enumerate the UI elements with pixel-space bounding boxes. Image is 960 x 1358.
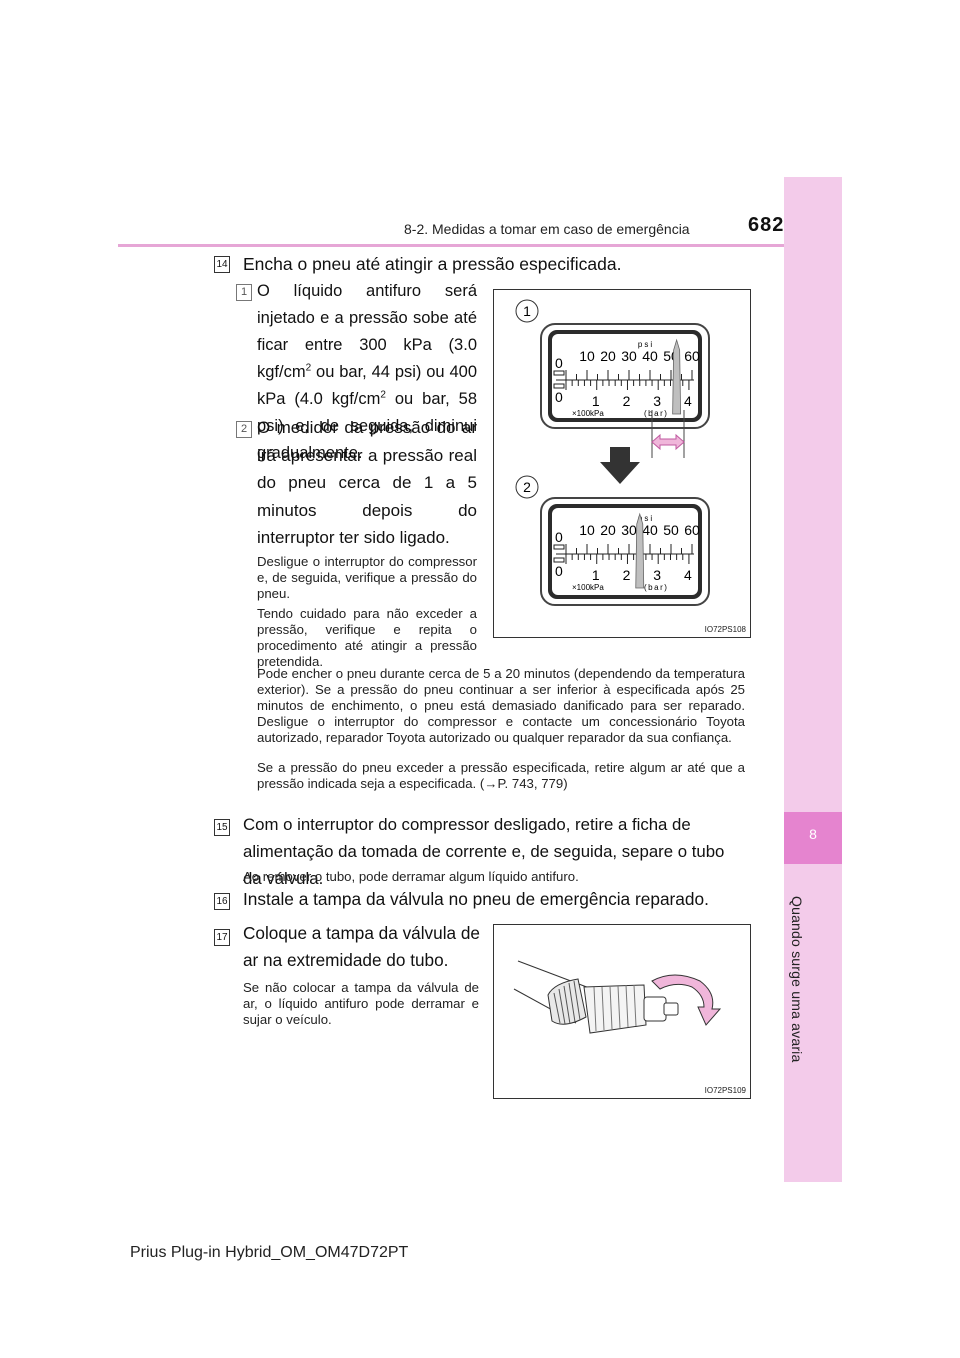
psi-label: psi <box>638 514 654 523</box>
callout-1-label: 1 <box>523 303 531 319</box>
bar-tick-label: 3 <box>653 393 661 409</box>
substep-1-text: O líquido antifuro será injetado e a pre… <box>257 282 477 462</box>
bar-tick-label: 4 <box>684 393 692 409</box>
psi-tick-label: 60 <box>684 348 700 364</box>
double-arrow-icon <box>651 433 685 451</box>
step-17-note: Se não colocar a tampa da válvula de ar,… <box>243 980 479 1027</box>
rotate-arrow-icon <box>651 974 722 1026</box>
step-15-note: Ao remover o tubo, pode derramar algum l… <box>243 869 579 884</box>
callout-1-circle <box>515 299 539 323</box>
psi-tick-label: 20 <box>600 522 616 538</box>
chapter-number-tab[interactable] <box>784 812 842 864</box>
section-title: 8-2. Medidas a tomar em caso de emergênc… <box>404 221 690 237</box>
scale-stop-top <box>553 370 565 376</box>
substep-number-1: 1 <box>236 284 252 301</box>
psi-tick-label: 30 <box>621 348 637 364</box>
callout-2-label: 2 <box>523 479 531 495</box>
step-14-note-2: Se a pressão do pneu exceder a pressão e… <box>257 760 745 791</box>
bar-tick-label: 3 <box>653 567 661 583</box>
callout-2-circle <box>515 475 539 499</box>
step-16-text: Instale a tampa da válvula no pneu de em… <box>243 889 709 909</box>
zero-top-label: 0 <box>555 355 563 371</box>
step-number-17: 17 <box>214 929 230 946</box>
bar-tick-label: 2 <box>623 393 631 409</box>
figure-code-2: IO72PS109 <box>704 1086 746 1095</box>
arrow-down-icon <box>600 447 640 484</box>
valve-cap-illustration <box>513 960 722 1034</box>
bar-unit-label: (bar) <box>644 583 668 592</box>
valve-cap <box>583 984 679 1034</box>
step-number-16: 16 <box>214 893 230 910</box>
psi-label: psi <box>638 340 654 349</box>
bar-tick-label: 1 <box>592 567 600 583</box>
step-14-note-1: Pode encher o pneu durante cerca de 5 a … <box>257 666 745 745</box>
bar-tick-label: 2 <box>623 567 631 583</box>
psi-tick-label: 40 <box>642 348 658 364</box>
zero-top-label: 0 <box>555 529 563 545</box>
valve-cap-figure: IO72PS109 <box>493 924 751 1099</box>
step-15-text: Com o interruptor do compressor desligad… <box>243 815 725 888</box>
kpa-unit-label: ×100kPa <box>572 583 604 592</box>
bar-tick-label: 4 <box>684 567 692 583</box>
psi-tick-label: 10 <box>579 522 595 538</box>
gauge-bottom: psi 10 20 30 40 50 60 0 0 1 2 3 4 ×100kPa (bar) <box>540 497 710 606</box>
psi-tick-label: 30 <box>621 522 637 538</box>
psi-tick-label: 60 <box>684 522 700 538</box>
chapter-side-band <box>784 177 842 1182</box>
step-number-14: 14 <box>214 256 230 273</box>
substep-number-2: 2 <box>236 421 252 438</box>
figure-code: IO72PS108 <box>704 625 746 634</box>
step-number-15: 15 <box>214 819 230 836</box>
bar-tick-label: 1 <box>592 393 600 409</box>
kpa-unit-label: ×100kPa <box>572 409 604 418</box>
psi-tick-label: 40 <box>642 522 658 538</box>
step-17-text: Coloque a tampa da válvula de ar na extr… <box>243 923 480 970</box>
gauge-needle <box>672 338 682 415</box>
footer-model: Prius Plug-in Hybrid_OM_OM47D72PT <box>130 1244 409 1261</box>
gauge-needle <box>635 512 645 589</box>
scale-stop-top <box>553 544 565 550</box>
pressure-change-indicator <box>651 410 685 458</box>
chapter-title: Quando surge uma avaria <box>789 896 805 1063</box>
zero-bottom-label: 0 <box>555 389 563 405</box>
page-number: 682 <box>748 214 785 236</box>
chapter-number: 8 <box>809 826 817 842</box>
scale-stop-bottom <box>553 383 565 389</box>
tube-end <box>547 978 587 1025</box>
psi-tick-label: 50 <box>663 522 679 538</box>
substep-2-note-2: Tendo cuidado para não exceder a pressão… <box>257 606 477 669</box>
psi-tick-label: 20 <box>600 348 616 364</box>
scale-stop-bottom <box>553 557 565 563</box>
substep-2-text: O medidor da pressão do ar irá apresenta… <box>257 418 477 547</box>
zero-bottom-label: 0 <box>555 563 563 579</box>
step-14-text: Encha o pneu até atingir a pressão espec… <box>243 254 622 274</box>
substep-2-note-1: Desligue o interruptor do compressor e, … <box>257 554 477 601</box>
bar-unit-label: (bar) <box>644 409 668 418</box>
header-divider <box>118 244 842 247</box>
psi-tick-label: 10 <box>579 348 595 364</box>
